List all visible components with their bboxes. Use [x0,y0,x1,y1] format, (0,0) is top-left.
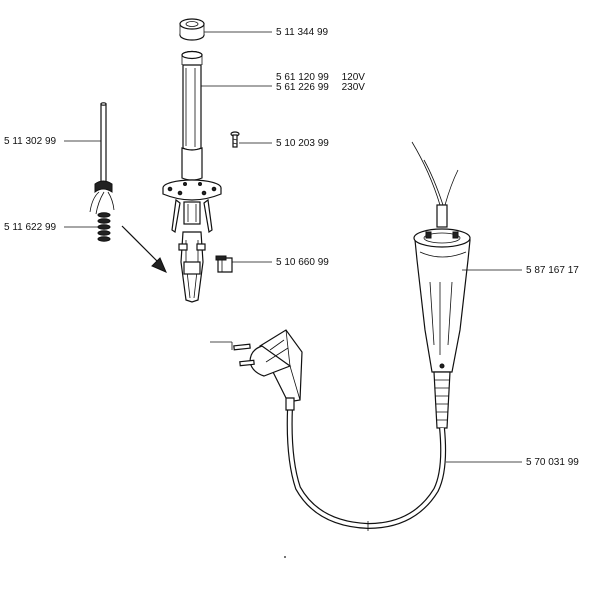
part-label-sensor: 5 11 302 99 [4,136,57,147]
heating-barrel [162,50,222,201]
part-label-screw: 5 10 203 99 [276,138,329,149]
spring [97,212,111,242]
part-number: 5 61 120 99 [276,72,329,83]
part-label-handle: 5 87 167 17 [526,265,579,276]
part-label-spring: 5 11 622 99 [4,222,57,233]
part-label-cable: 5 70 031 99 [526,457,579,468]
part-voltage: 120V [341,72,365,83]
part-label-barrel-230: 5 61 226 99 230V [276,82,365,93]
handle [411,141,471,429]
ring-nut [179,18,205,41]
part-voltage: 230V [341,82,365,93]
insert-arrow [121,225,167,273]
heating-element [171,198,213,303]
clip [215,255,233,273]
part-label-ring: 5 11 344 99 [276,27,329,38]
part-label-barrel-120: 5 61 120 99 120V [276,72,365,83]
power-plug [210,329,303,411]
screw [230,131,240,148]
part-label-clip: 5 10 660 99 [276,257,329,268]
part-number: 5 61 226 99 [276,82,329,93]
sensor-rod [89,102,115,215]
speck [284,556,286,558]
cable [286,407,447,531]
